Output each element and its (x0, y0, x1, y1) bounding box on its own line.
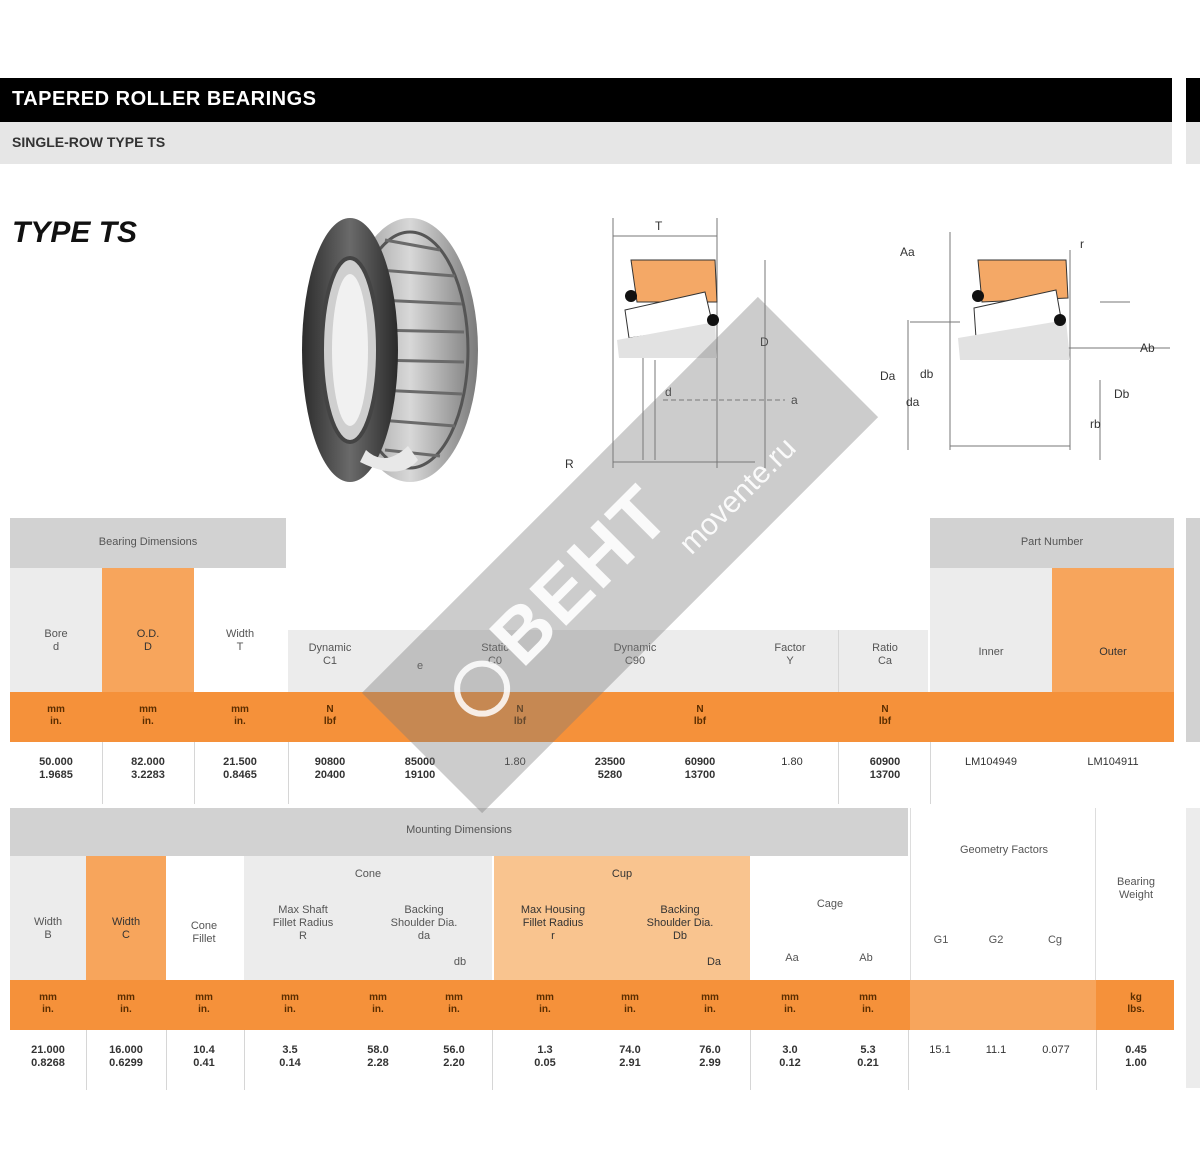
dim-D-label: D (760, 335, 769, 349)
dim-db-label: db (920, 367, 934, 381)
t1-load-header (288, 630, 928, 692)
t1-col-od: O.D. D (102, 568, 194, 692)
t2-col-g2: G2 (988, 934, 1004, 946)
subtitle-bar: SINGLE-ROW TYPE TS (0, 122, 1172, 164)
dim-Aa-label: Aa (900, 245, 915, 259)
t2-col-weight: Bearing Weight (1117, 876, 1155, 901)
dim-rb-label: rb (1090, 417, 1101, 431)
t2-sub-cone: Cone Max Shaft Fillet Radius R Backing S… (244, 856, 492, 980)
bearing-section-diagram: T D d a R (565, 218, 798, 471)
t1-col-e: e (416, 660, 424, 672)
t2-sub-cup: Cup Max Housing Fillet Radius r Backing … (494, 856, 750, 980)
t1-col-width: Width T (194, 568, 286, 692)
t1-col-c0: Static C0 (481, 642, 509, 667)
t1-col-factor: Factor Y (774, 642, 806, 667)
t1-col-c1: Dynamic C1 (308, 642, 352, 667)
header-bar: TAPERED ROLLER BEARINGS (0, 78, 1172, 122)
page-title: TAPERED ROLLER BEARINGS (12, 88, 317, 110)
dim-R-label: R (565, 457, 574, 471)
watermark-site: movente.ru (673, 431, 803, 561)
t1-col-c90: Dynamic C90 (613, 642, 657, 667)
dim-Da-label: Da (880, 369, 896, 383)
page-subtitle: SINGLE-ROW TYPE TS (12, 134, 166, 150)
t2-sub-cage: Cage Aa Ab (752, 856, 908, 980)
cup-section (630, 259, 718, 303)
t1-col-ratio: Ratio Ca (872, 642, 898, 667)
dim-T-label: T (655, 219, 663, 233)
dim-r-label: r (1080, 237, 1084, 251)
t2-col-cone-fillet: Cone Fillet (166, 856, 242, 980)
t2-col-cg: Cg (1047, 934, 1063, 946)
dim-Ab-label: Ab (1140, 341, 1155, 355)
type-label: TYPE TS (12, 216, 138, 249)
t1-units-band (10, 692, 1174, 742)
bearing-image (302, 218, 478, 482)
dim-da-label: da (906, 395, 920, 409)
t1-group-right: Part Number (930, 518, 1174, 568)
t1-col-bore: Bore d (10, 568, 102, 692)
t2-group-geometry: Geometry Factors (910, 808, 1096, 896)
t2-col-width-c: Width C (86, 856, 166, 980)
t2-col-g1: G1 (933, 934, 949, 946)
subtitle-edge (1186, 122, 1200, 164)
t2-col-width-b: Width B (10, 856, 86, 980)
header-edge (1186, 78, 1200, 122)
dim-a-label: a (791, 393, 798, 407)
dim-d-label: d (665, 385, 672, 399)
t1-col-inner: Inner (930, 568, 1052, 692)
mounting-diagram: Aa r Da db da Db rb Ab (880, 232, 1170, 460)
watermark-logo-icon (442, 649, 522, 729)
t1-col-outer: Outer (1052, 568, 1174, 692)
dim-Db-label: Db (1114, 387, 1130, 401)
t2-group-mounting: Mounting Dimensions (10, 808, 908, 856)
t1-group-left: Bearing Dimensions (10, 518, 286, 568)
